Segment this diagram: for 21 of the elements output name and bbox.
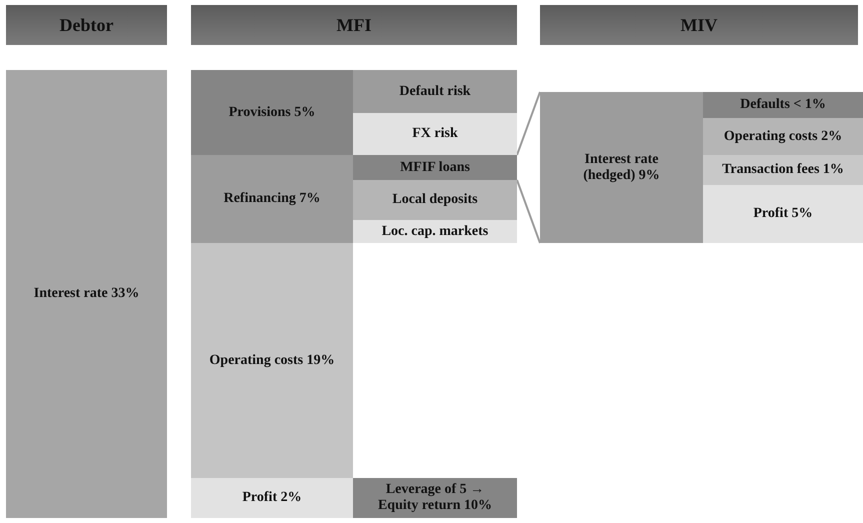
cost-block: Operating costs 19% xyxy=(191,243,353,478)
cost-block: Provisions 5% xyxy=(191,70,353,155)
cost-block: Transaction fees 1% xyxy=(703,155,863,185)
header-band: Debtor xyxy=(6,5,167,45)
cost-block: Interest rate 33% xyxy=(6,70,167,518)
cost-block: Refinancing 7% xyxy=(191,155,353,243)
header-band: MFI xyxy=(191,5,517,45)
cost-block: Profit 2% xyxy=(191,478,353,518)
cost-block: Defaults < 1% xyxy=(703,92,863,118)
connector-line xyxy=(516,92,541,156)
cost-block: Leverage of 5 → Equity return 10% xyxy=(353,478,517,518)
connector-line xyxy=(516,180,541,244)
cost-block: Profit 5% xyxy=(703,185,863,243)
header-band: MIV xyxy=(540,5,858,45)
cost-block: Loc. cap. markets xyxy=(353,220,517,243)
cost-block: MFIF loans xyxy=(353,155,517,180)
cost-block: Default risk xyxy=(353,70,517,113)
cost-block: Operating costs 2% xyxy=(703,118,863,155)
cost-block: FX risk xyxy=(353,113,517,155)
cost-block: Interest rate (hedged) 9% xyxy=(540,92,703,243)
cost-block: Local deposits xyxy=(353,180,517,220)
